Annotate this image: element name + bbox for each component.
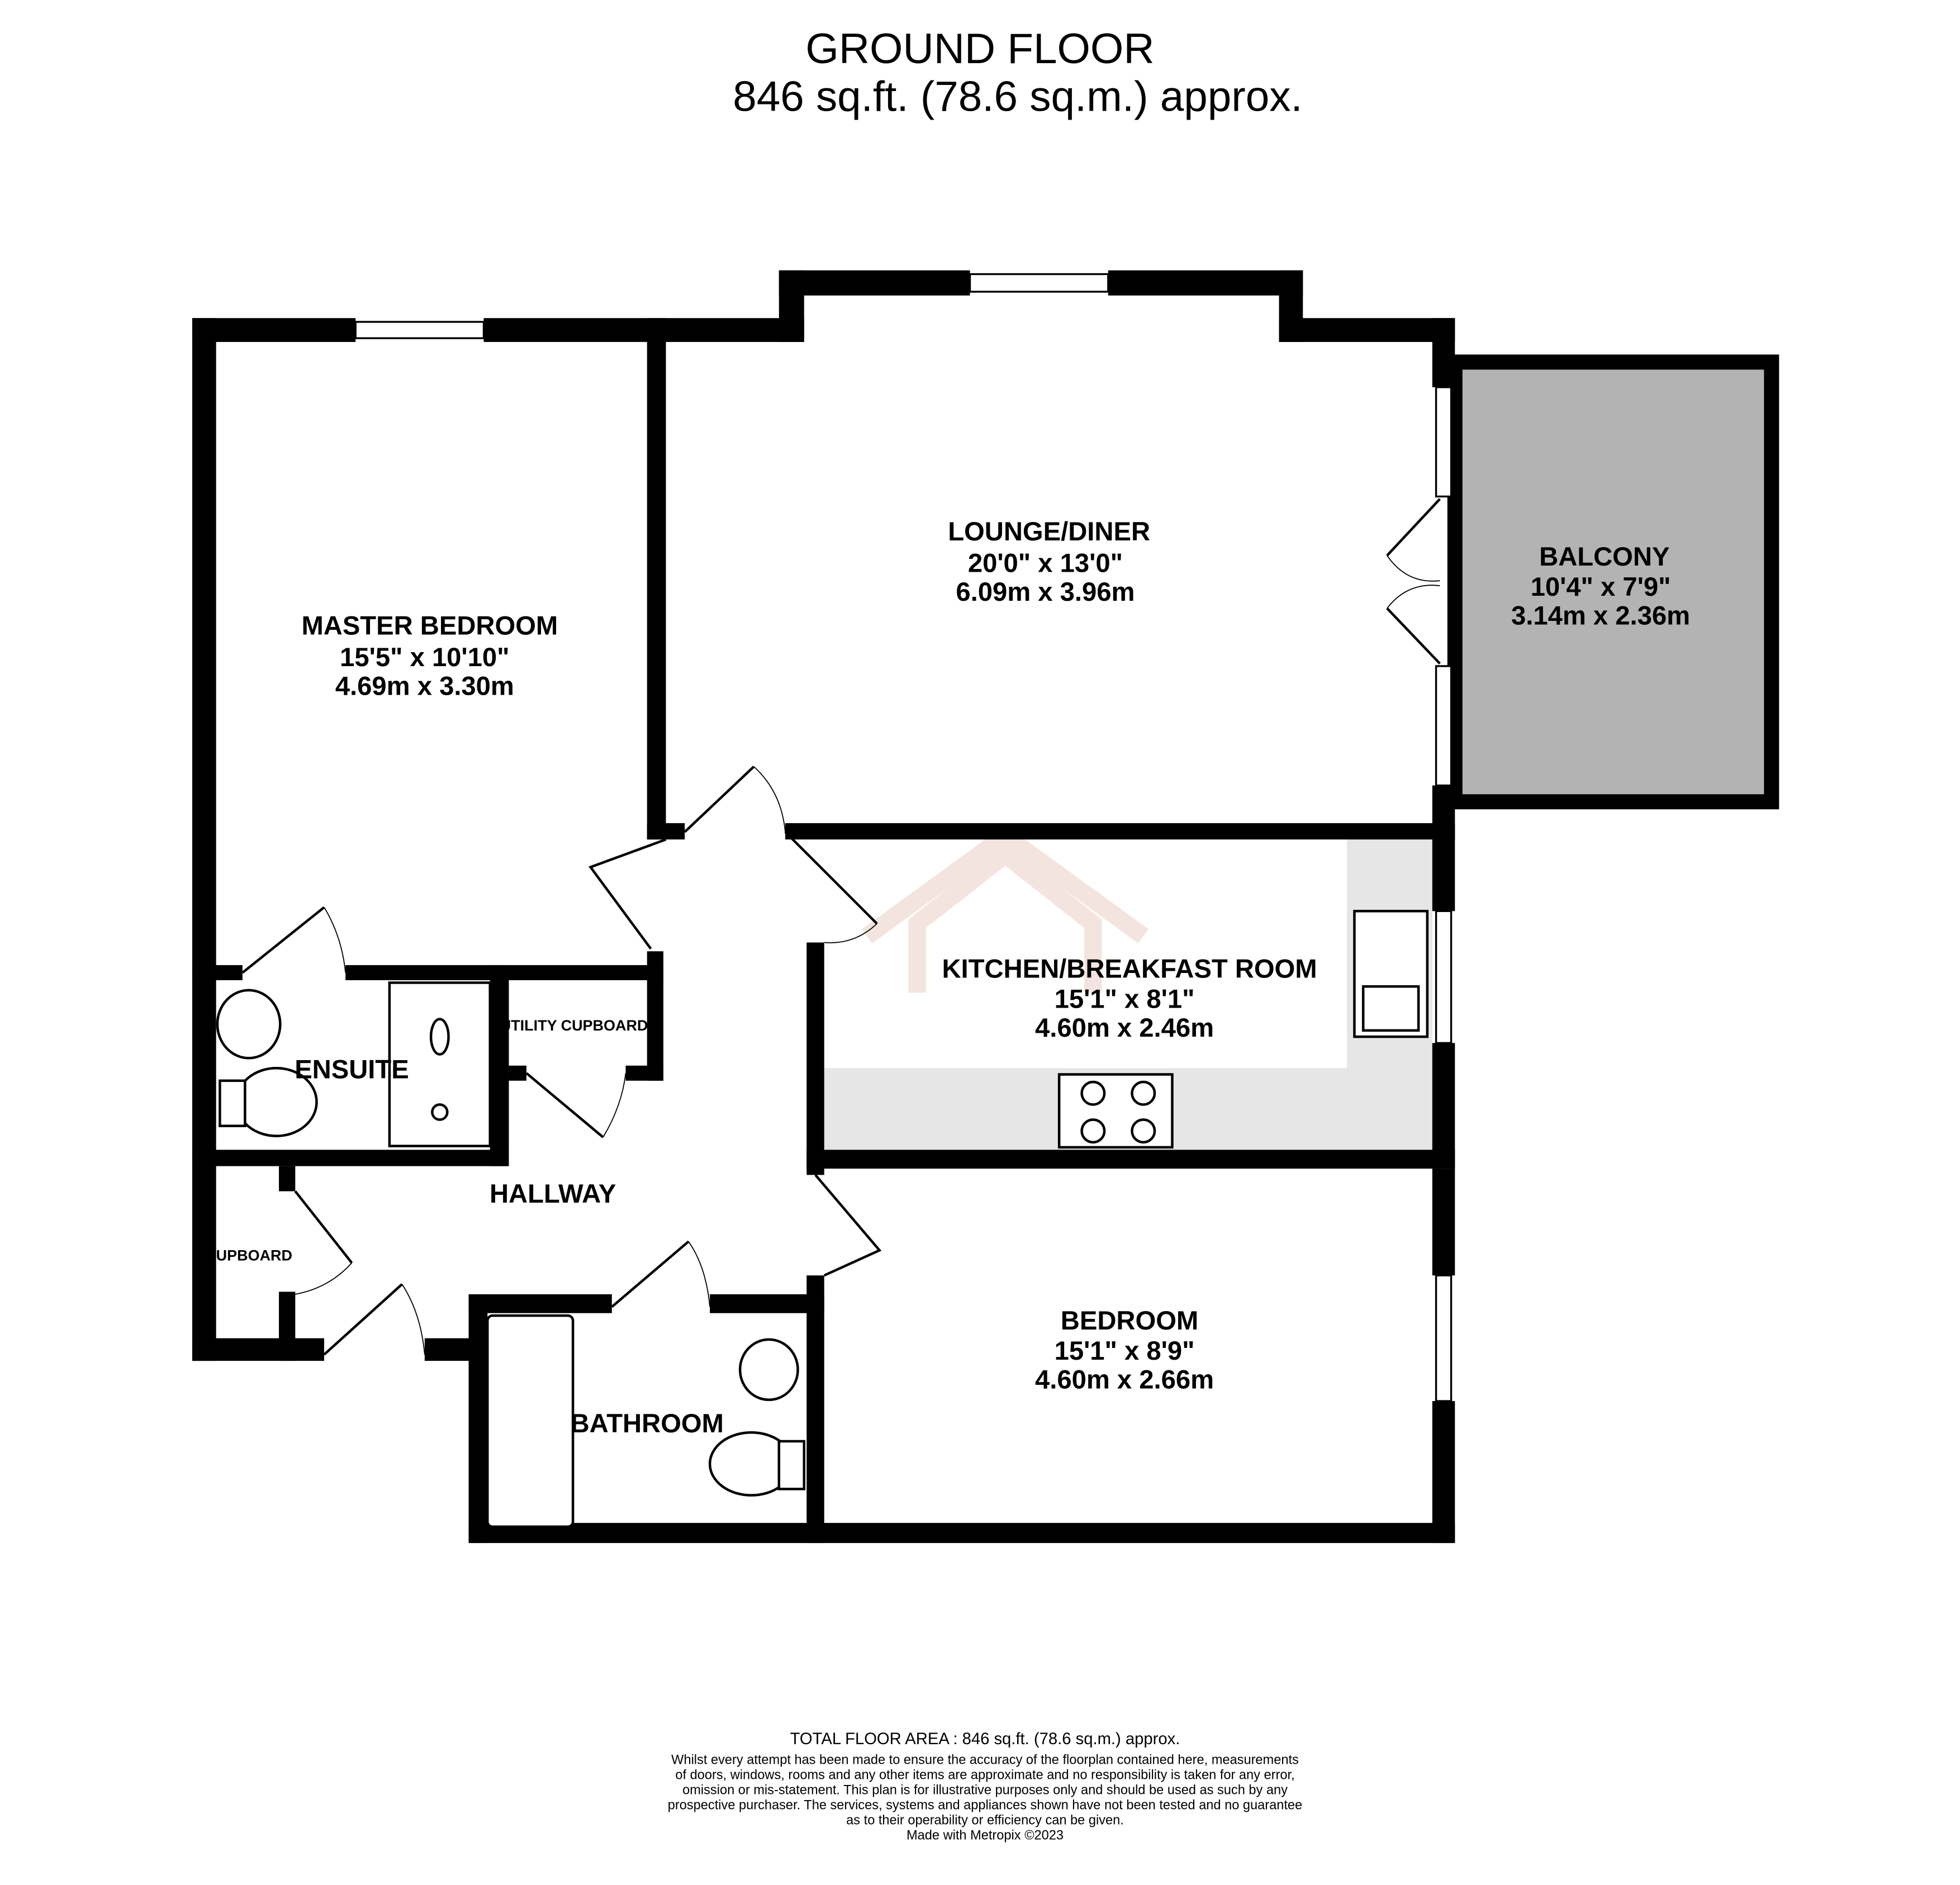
label-kitchen: KITCHEN/BREAKFAST ROOM 15'1" x 8'1" 4.60… — [942, 954, 1317, 1043]
svg-text:BALCONY: BALCONY — [1539, 542, 1669, 572]
walls — [192, 270, 1455, 1544]
disclaimer-line: omission or mis-statement. This plan is … — [682, 1783, 1288, 1798]
label-cupboard: UPBOARD — [216, 1247, 292, 1264]
label-master-bedroom: MASTER BEDROOM 15'5" x 10'10" 4.69m x 3.… — [301, 611, 558, 701]
label-lounge: LOUNGE/DINER 20'0" x 13'0" 6.09m x 3.96m — [948, 517, 1150, 607]
footer: TOTAL FLOOR AREA : 846 sq.ft. (78.6 sq.m… — [668, 1730, 1302, 1843]
disclaimer-line: of doors, windows, rooms and any other i… — [675, 1768, 1294, 1783]
label-hallway: HALLWAY — [490, 1179, 616, 1209]
fixtures — [216, 910, 1429, 1528]
svg-text:LOUNGE/DINER: LOUNGE/DINER — [948, 517, 1150, 547]
plan-title: GROUND FLOOR — [805, 25, 1154, 73]
basin-icon — [216, 989, 282, 1060]
svg-text:10'4" x 7'9": 10'4" x 7'9" — [1531, 572, 1671, 602]
svg-text:KITCHEN/BREAKFAST ROOM: KITCHEN/BREAKFAST ROOM — [942, 954, 1317, 984]
label-bedroom: BEDROOM 15'1" x 8'9" 4.60m x 2.66m — [1035, 1306, 1214, 1395]
svg-text:BEDROOM: BEDROOM — [1061, 1306, 1198, 1336]
label-bathroom: BATHROOM — [571, 1409, 724, 1438]
bath-icon — [486, 1314, 575, 1528]
hob-icon — [1057, 1073, 1174, 1149]
label-ensuite: ENSUITE — [295, 1055, 409, 1084]
svg-text:20'0" x 13'0": 20'0" x 13'0" — [968, 548, 1123, 578]
svg-text:4.69m x 3.30m: 4.69m x 3.30m — [335, 672, 514, 701]
svg-text:4.60m x 2.66m: 4.60m x 2.66m — [1035, 1365, 1214, 1395]
svg-text:15'1" x 8'1": 15'1" x 8'1" — [1055, 984, 1195, 1014]
label-balcony: BALCONY 10'4" x 7'9" 3.14m x 2.36m — [1511, 542, 1690, 631]
balcony-area — [1447, 354, 1779, 810]
total-floor-area: TOTAL FLOOR AREA : 846 sq.ft. (78.6 sq.m… — [790, 1730, 1180, 1748]
svg-text:15'1" x 8'9": 15'1" x 8'9" — [1055, 1336, 1195, 1366]
svg-text:15'5" x 10'10": 15'5" x 10'10" — [340, 643, 509, 672]
label-utility-cupboard: UTILITY CUPBOARD — [500, 1017, 648, 1034]
disclaimer-line: prospective purchaser. The services, sys… — [668, 1798, 1302, 1813]
svg-text:6.09m x 3.96m: 6.09m x 3.96m — [956, 577, 1135, 607]
disclaimer-line: as to their operability or efficiency ca… — [846, 1813, 1124, 1828]
credit: Made with Metropix ©2023 — [907, 1829, 1064, 1843]
doors — [241, 498, 1441, 1356]
disclaimer-line: Whilst every attempt has been made to en… — [671, 1753, 1299, 1768]
svg-text:MASTER BEDROOM: MASTER BEDROOM — [301, 611, 558, 641]
windows — [354, 273, 1453, 1402]
plan-area: 846 sq.ft. (78.6 sq.m.) approx. — [733, 73, 1302, 120]
svg-text:3.14m x 2.36m: 3.14m x 2.36m — [1511, 601, 1690, 631]
svg-text:4.60m x 2.46m: 4.60m x 2.46m — [1035, 1013, 1214, 1043]
